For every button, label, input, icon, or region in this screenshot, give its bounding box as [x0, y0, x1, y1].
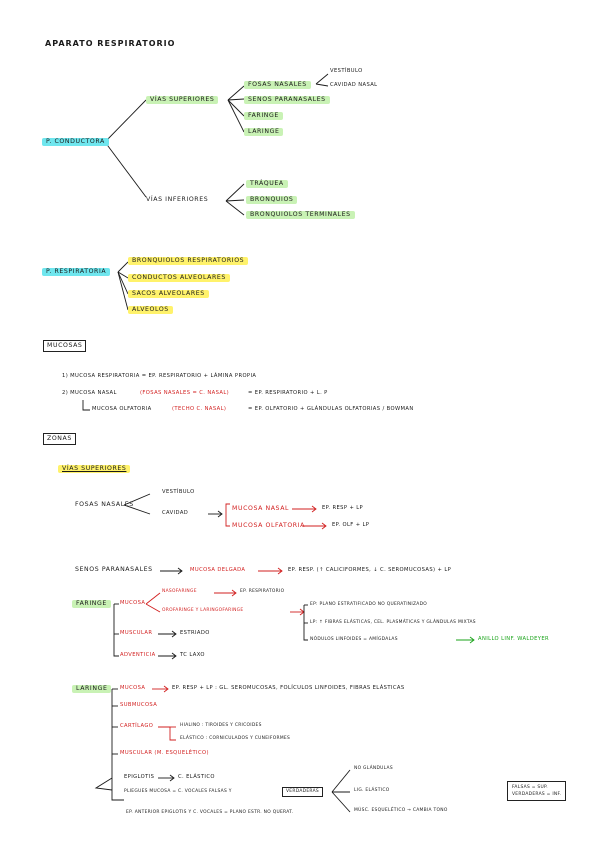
- z-f-adventicia: ADVENTICIA: [120, 652, 156, 658]
- z-senos-mucosa: MUCOSA DELGADA: [190, 567, 246, 573]
- z-epiglotis-r: C. ELÁSTICO: [178, 774, 215, 780]
- bronquiolos-terminales: BRONQUIOLOS TERMINALES: [246, 211, 355, 220]
- z-oro-ep: EP: PLANO ESTRATIFICADO NO QUERATINIZADO: [310, 602, 428, 607]
- mucosa-olfatoria-def: = EP. OLFATORIO + GLÁNDULAS OLFATORIAS /…: [248, 406, 414, 412]
- resp-item: BRONQUIOLOS RESPIRATORIOS: [128, 257, 249, 266]
- vestibulo: VESTÍBULO: [330, 68, 363, 74]
- mucosa-nasal-def: = EP. RESPIRATORIO + L. P: [248, 390, 328, 396]
- mucosa-line-1: 1) MUCOSA RESPIRATORIA = EP. RESPIRATORI…: [62, 373, 257, 379]
- z-orofaringe: OROFARINGE Y LARINGOFARINGE: [162, 608, 244, 613]
- z-epiglotis: EPIGLOTIS: [124, 774, 155, 780]
- z-f-muscular: MUSCULAR: [120, 630, 153, 636]
- conductora-root: P. CONDUCTORA: [42, 138, 109, 147]
- z-l-muscular: MUSCULAR (M. ESQUELÉTICO): [120, 750, 209, 756]
- z-hialino: HIALINO : TIROIDES Y CRICOIDES: [180, 723, 262, 728]
- z-laringe: LARINGE: [72, 685, 112, 694]
- z-verdaderas: VERDADERAS: [282, 787, 323, 798]
- z-l-submucosa: SUBMUCOSA: [120, 702, 158, 708]
- z-l-mucosa-r: EP. RESP + LP : GL. SEROMUCOSAS, FOLÍCUL…: [172, 685, 405, 691]
- z-elastico: ELÁSTICO : CORNICULADOS Y CUNEIFORMES: [180, 736, 291, 741]
- z-v-lig-elastico: LIG. ELÁSTICO: [354, 788, 390, 793]
- z-oro-waldeyer: ANILLO LINF. WALDEYER: [478, 636, 550, 642]
- mucosa-olfatoria: MUCOSA OLFATORIA: [92, 406, 152, 412]
- mucosa-nasal-note: (FOSAS NASALES = C. NASAL): [140, 390, 230, 396]
- note-box: FALSAS = SUP. VERDADERAS = INF.: [507, 781, 567, 801]
- z-oro-lp: LP: ↑ FIBRAS ELÁSTICAS, CEL. PLASMÁTICAS…: [310, 620, 476, 625]
- z-faringe: FARINGE: [72, 600, 111, 609]
- resp-item: ALVEOLOS: [128, 306, 173, 315]
- z-mucosa-olf-r: EP. OLF + LP: [332, 522, 370, 528]
- vias-inferiores: VÍAS INFERIORES: [146, 196, 209, 203]
- mucosas-heading: MUCOSAS: [43, 340, 87, 353]
- senos-paranasales: SENOS PARANASALES: [244, 96, 330, 105]
- z-nasofaringe: NASOFARINGE: [162, 589, 197, 594]
- mucosa-olfatoria-note: (TECHO C. NASAL): [172, 406, 227, 412]
- resp-item: CONDUCTOS ALVEOLARES: [128, 274, 230, 283]
- mucosa-nasal: 2) MUCOSA NASAL: [62, 390, 117, 396]
- z-l-mucosa: MUCOSA: [120, 685, 146, 691]
- z-ep-anterior: EP. ANTERIOR EPIGLOTIS Y C. VOCALES = PL…: [126, 810, 294, 815]
- z-pliegues: PLIEGUES MUCOSA = C. VOCALES FALSAS Y: [124, 789, 232, 794]
- z-fosas: FOSAS NASALES: [75, 501, 134, 508]
- bronquios: BRONQUIOS: [246, 196, 298, 205]
- cavidad-nasal: CAVIDAD NASAL: [330, 82, 378, 88]
- z-nasofaringe-r: EP. RESPIRATORIO: [240, 589, 285, 594]
- note-verdaderas: VERDADERAS = INF.: [512, 792, 562, 797]
- resp-item: SACOS ALVEOLARES: [128, 290, 209, 299]
- z-f-adventicia-r: TC LAXO: [180, 652, 205, 658]
- fosas-nasales: FOSAS NASALES: [244, 81, 311, 90]
- vias-superiores: VÍAS SUPERIORES: [146, 96, 219, 105]
- zonas-heading: ZONAS: [43, 433, 76, 446]
- z-cavidad: CAVIDAD: [162, 510, 189, 516]
- respiratoria-root: P. RESPIRATORIA: [42, 268, 111, 277]
- page-title: APARATO RESPIRATORIO: [45, 39, 176, 48]
- z-mucosa-nasal-r: EP. RESP + LP: [322, 505, 364, 511]
- z-f-mucosa: MUCOSA: [120, 600, 146, 606]
- laringe: LARINGE: [244, 128, 284, 137]
- z-senos-r: EP. RESP. (↑ CALICIFORMES, ↓ C. SEROMUCO…: [288, 567, 452, 573]
- z-v-musc: MÚSC. ESQUELÉTICO → CAMBIA TONO: [354, 808, 448, 813]
- z-vestibulo: VESTÍBULO: [162, 489, 195, 495]
- z-mucosa-nasal: MUCOSA NASAL: [232, 505, 290, 512]
- zonas-vias: VÍAS SUPERIORES: [58, 465, 131, 474]
- z-l-cartilago: CARTÍLAGO: [120, 723, 154, 729]
- z-oro-nodulos: NÓDULOS LINFOIDES = AMÍGDALAS: [310, 637, 398, 642]
- z-f-muscular-r: ESTRIADO: [180, 630, 210, 636]
- faringe: FARINGE: [244, 112, 283, 121]
- z-mucosa-olf: MUCOSA OLFATORIA: [232, 522, 305, 529]
- note-falsas: FALSAS = SUP.: [512, 785, 548, 790]
- traquea: TRÁQUEA: [246, 180, 288, 189]
- z-v-no-glandulas: NO GLÁNDULAS: [354, 766, 393, 771]
- z-senos: SENOS PARANASALES: [75, 566, 153, 573]
